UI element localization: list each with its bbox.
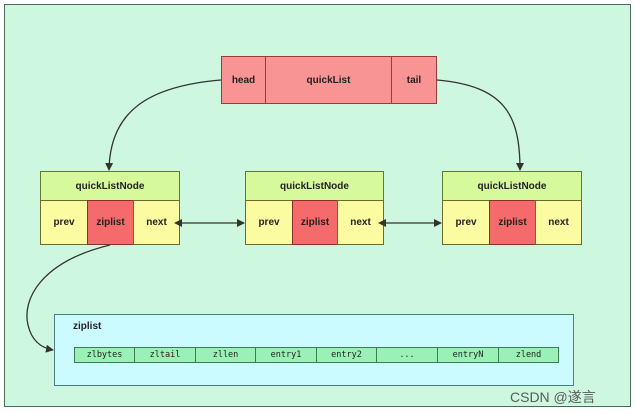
ziplist-field-entry1: entry1 [255,347,317,363]
head-to-node1-arrow [105,79,222,171]
quicklist-head: head [221,56,266,104]
tail-to-node3-arrow [436,79,524,171]
watermark: CSDN @遂言 [510,389,596,405]
node-1-next: next [133,200,180,245]
ziplist-field-zlend: zlend [498,347,559,363]
node-2-ziplist: ziplist [292,200,338,245]
node-1-ziplist: ziplist [87,200,134,245]
node-2-next: next [337,200,384,245]
ziplist-field-zlbytes: zlbytes [74,347,135,363]
ziplist-to-container-arrow [26,244,111,353]
node-1-prev: prev [40,200,88,245]
node-2-prev: prev [245,200,293,245]
node-1-title: quickListNode [40,171,180,201]
node-3-next: next [535,200,582,245]
ziplist-label: ziplist [73,321,102,332]
node-3-ziplist: ziplist [489,200,536,245]
quicklist-tail: tail [391,56,437,104]
